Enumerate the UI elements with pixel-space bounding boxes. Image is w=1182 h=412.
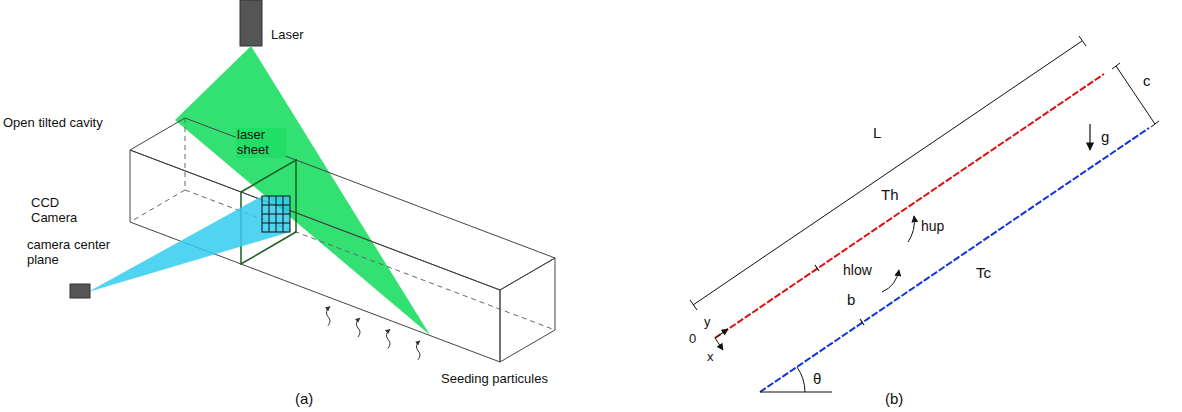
length-bracket xyxy=(690,36,1086,310)
x-axis xyxy=(715,338,723,350)
temperature-label: Tc xyxy=(975,264,992,281)
seeding-arrow xyxy=(356,318,360,337)
horizontal-ref xyxy=(760,392,832,393)
gap-bracket xyxy=(1112,63,1159,127)
seeding-arrows xyxy=(326,307,420,360)
angle-arc xyxy=(797,367,805,392)
y-axis xyxy=(715,329,728,338)
component-label: laser sheet xyxy=(236,128,286,158)
camera-grid xyxy=(262,196,290,232)
hlow-arrow xyxy=(882,270,899,292)
component-label: Seeding particules xyxy=(440,372,549,387)
component-label: Laser xyxy=(270,28,305,43)
cold-wall xyxy=(760,128,1149,392)
seeding-arrow xyxy=(386,329,390,348)
temperature-label: Th xyxy=(880,186,900,203)
panel-caption: (a) xyxy=(294,390,314,407)
dimension-label: c xyxy=(1142,72,1152,89)
heat-coefficient-label: hlow xyxy=(842,262,873,278)
axis-label: 0 xyxy=(688,332,697,347)
gravity-arrow xyxy=(1089,124,1090,150)
seeding-arrow xyxy=(326,307,330,326)
gravity-label: g xyxy=(1100,128,1110,145)
axis-label: y xyxy=(703,315,712,330)
seeding-arrow xyxy=(416,341,420,360)
hot-wall xyxy=(715,74,1104,338)
axis-label: x xyxy=(706,350,715,365)
laser-body xyxy=(240,0,262,46)
laser-sheet xyxy=(175,46,430,335)
hup-arrow xyxy=(908,216,914,242)
component-label: Open tilted cavity xyxy=(2,116,104,131)
dimension-label: L xyxy=(872,124,882,141)
component-label: CCD Camera xyxy=(30,196,102,226)
ccd-camera xyxy=(70,284,90,298)
heat-coefficient-label: hup xyxy=(920,218,945,234)
component-label: camera center plane xyxy=(26,238,120,268)
panel-caption: (b) xyxy=(884,390,904,407)
dimension-label: b xyxy=(846,291,856,308)
angle-label: θ xyxy=(812,370,822,387)
